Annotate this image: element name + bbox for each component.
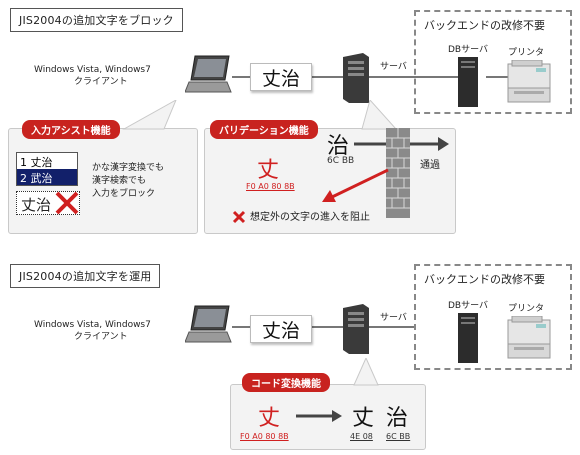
top-backend-title: バックエンドの改修不要 bbox=[424, 19, 545, 32]
block-cross-icon bbox=[232, 210, 246, 224]
server-icon bbox=[343, 53, 369, 103]
candidate-item-2: 2 武治 bbox=[17, 169, 77, 185]
top-server-label: サーバ bbox=[380, 62, 407, 72]
blocked-input-text: 丈治 bbox=[21, 196, 52, 214]
conversion-dst-char-2: 治 bbox=[386, 406, 409, 431]
assist-tag: 入力アシスト機能 bbox=[22, 120, 120, 139]
db-server-icon bbox=[458, 57, 478, 107]
conversion-dst-code-2: 6C BB bbox=[386, 432, 411, 441]
pass-label: 通過 bbox=[420, 160, 440, 171]
conversion-arrow-icon bbox=[296, 410, 342, 422]
assist-callout-pointer bbox=[122, 100, 177, 130]
top-char-card: 丈治 bbox=[250, 63, 312, 91]
conversion-tag: コード変換機能 bbox=[242, 373, 330, 392]
candidate-list: 1 丈治 2 武治 bbox=[16, 152, 78, 186]
reject-arrow-icon bbox=[322, 168, 389, 202]
firewall-icon bbox=[386, 128, 410, 218]
bottom-server-label: サーバ bbox=[380, 313, 407, 323]
bottom-laptop-icon bbox=[185, 305, 232, 343]
block-message: 想定外の文字の進入を阻止 bbox=[250, 212, 370, 223]
validation-ok-char: 治 bbox=[327, 134, 350, 159]
bottom-client-label-2: クライアント bbox=[74, 332, 128, 342]
conversion-src-char: 丈 bbox=[258, 406, 281, 431]
bottom-db-server-icon bbox=[458, 313, 478, 363]
conversion-src-code: F0 A0 80 8B bbox=[240, 432, 289, 441]
bottom-client-label-1: Windows Vista, Windows7 bbox=[34, 320, 151, 330]
validation-panel bbox=[204, 128, 456, 234]
bottom-printer-label: プリンタ bbox=[508, 304, 545, 314]
validation-tag: バリデーション機能 bbox=[210, 120, 318, 139]
bottom-server-icon bbox=[343, 304, 369, 354]
conversion-callout-pointer bbox=[353, 358, 379, 386]
validation-callout-pointer bbox=[361, 100, 398, 130]
bottom-printer-icon bbox=[507, 316, 551, 359]
top-client-label-1: Windows Vista, Windows7 bbox=[34, 65, 151, 75]
cross-icon bbox=[55, 191, 79, 215]
assist-desc-1: かな漢字変換でも bbox=[92, 163, 165, 173]
laptop-icon bbox=[185, 55, 232, 93]
validation-ok-code: 6C BB bbox=[327, 156, 355, 166]
bottom-section-title: JIS2004の追加文字を運用 bbox=[10, 264, 161, 288]
top-printer-label: プリンタ bbox=[508, 48, 545, 58]
top-db-label: DBサーバ bbox=[448, 45, 489, 55]
assist-desc-2: 漢字検索でも bbox=[92, 176, 147, 186]
validation-bad-char: 丈 bbox=[257, 158, 280, 183]
assist-desc-3: 入力をブロック bbox=[92, 189, 156, 199]
top-section-title: JIS2004の追加文字をブロック bbox=[10, 8, 183, 32]
top-client-label-2: クライアント bbox=[74, 77, 128, 87]
conversion-dst-code-1: 4E 08 bbox=[350, 432, 373, 441]
bottom-db-label: DBサーバ bbox=[448, 301, 489, 311]
validation-bad-code: F0 A0 80 8B bbox=[246, 182, 295, 191]
printer-icon bbox=[507, 60, 551, 103]
bottom-char-card: 丈治 bbox=[250, 315, 312, 343]
bottom-backend-title: バックエンドの改修不要 bbox=[424, 273, 545, 286]
candidate-item-1: 1 丈治 bbox=[17, 153, 77, 169]
conversion-dst-char-1: 丈 bbox=[352, 406, 375, 431]
